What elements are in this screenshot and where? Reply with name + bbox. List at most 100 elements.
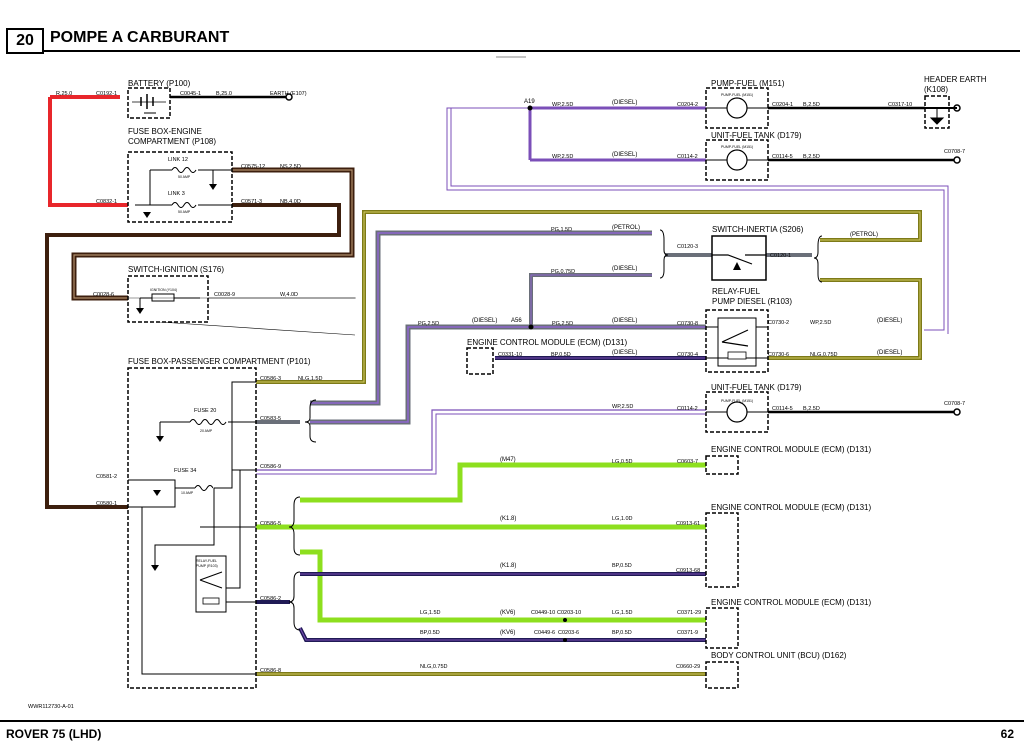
conn-c0204-1: C0204-1 [772, 102, 793, 108]
conn-c0203-6: C0203-6 [558, 630, 579, 636]
conn-c0114-5-b: C0114-5 [772, 406, 793, 412]
label-relay-diesel-1: RELAY-FUEL [712, 287, 761, 296]
conn-c0317-10: C0317-10 [888, 102, 912, 108]
wire-label-pg25-a: PG,2.5D [418, 321, 439, 327]
label-pump-fuel-inner-1: PUMP-FUEL (M151) [721, 93, 753, 97]
conn-c0832-1: C0832-1 [96, 199, 117, 205]
conn-c0913-68: C0913-68 [676, 568, 700, 574]
ecm-box-k18 [705, 512, 739, 588]
label-pump-fuel-inner-3: PUMP-FUEL (M151) [721, 399, 753, 403]
pump-fuel-m151 [705, 87, 769, 129]
label-bcu: BODY CONTROL UNIT (BCU) (D162) [711, 651, 847, 660]
conn-c0913-61: C0913-61 [676, 521, 700, 527]
label-relay-internal-1: RELAY-FUEL [196, 559, 217, 563]
label-ecm-kv6: ENGINE CONTROL MODULE (ECM) (D131) [711, 598, 872, 607]
conn-c0586-8: C0586-8 [260, 668, 281, 674]
wire-label-lg05: LG,0.5D [612, 459, 633, 465]
label-fuse-box-engine-1: FUSE BOX-ENGINE [128, 127, 202, 136]
conn-c0449-10: C0449-10 [531, 610, 555, 616]
conn-c0331-10: C0331-10 [498, 352, 522, 358]
footer-vehicle: ROVER 75 (LHD) [6, 727, 102, 741]
figure-reference: WWR112730-A-01 [28, 704, 74, 710]
conn-c0660-29: C0660-29 [676, 664, 700, 670]
conn-c0730-4: C0730-4 [677, 352, 698, 358]
label-fuse20-amp: 20 AMP [200, 429, 213, 433]
wire-label-bp05-kv6-b: BP,0.5D [612, 630, 632, 636]
variant-k18-2: (K1.8) [500, 563, 516, 569]
conn-c0586-9: C0586-9 [260, 464, 281, 470]
wire-label-pg25-b: PG,2.5D [552, 321, 573, 327]
conn-c0730-8: C0730-8 [677, 321, 698, 327]
variant-kv6-1: (KV6) [500, 610, 515, 616]
variant-diesel-1: (DIESEL) [612, 100, 637, 106]
wire-label-wp25-relay: WP,2.5D [810, 320, 831, 326]
fuse20 [189, 419, 227, 425]
fuse34 [194, 485, 214, 491]
label-switch-inertia: SWITCH-INERTIA (S206) [712, 225, 804, 234]
label-ecm-small: ENGINE CONTROL MODULE (ECM) (D131) [467, 338, 628, 347]
conn-c0120-3: C0120-3 [677, 244, 698, 250]
label-pump-fuel-inner-2: PUMP-FUEL (M151) [721, 145, 753, 149]
wire-label-wp25-tank: WP,2.5D [612, 404, 633, 410]
page-title: POMPE A CARBURANT [50, 29, 230, 46]
wire-label-nlg15: NLG,1.5D [298, 376, 322, 382]
wire-pg15-stripe [310, 232, 652, 404]
wire-label-nb4: NB,4.0D [280, 199, 301, 205]
connector-dot-c0449-6 [563, 638, 567, 642]
wire-label-nlg075-relay: NLG,0.75D [810, 352, 838, 358]
variant-diesel-8: (DIESEL) [877, 350, 902, 356]
wire-ns25-stripe [73, 169, 353, 299]
conn-c0571-3: C0571-3 [241, 199, 262, 205]
label-link3-amp: 50 AMP [178, 210, 191, 214]
conn-c0708-7-a: C0708-7 [944, 149, 965, 155]
wire-nb4 [45, 203, 341, 509]
wire-pg25-stripe [310, 326, 706, 423]
conn-c0583-5: C0583-5 [260, 416, 281, 422]
wire-lg15-kv6 [300, 549, 706, 623]
label-link12-amp: 50 AMP [178, 175, 191, 179]
conn-c0730-6: C0730-6 [768, 352, 789, 358]
link3-fuse [171, 202, 197, 208]
wire-label-wp25-2: WP,2.5D [552, 154, 573, 160]
variant-kv6-2: (KV6) [500, 630, 515, 636]
wire-thin-loop-2 [450, 107, 949, 334]
label-link3: LINK 3 [168, 191, 185, 197]
conn-c0028-9: C0028-9 [214, 292, 235, 298]
battery-box [127, 87, 171, 119]
footer-page-number: 62 [1000, 727, 1014, 741]
brace-c0586-2 [288, 571, 301, 631]
conn-c0028-6: C0028-6 [93, 292, 114, 298]
label-ignition-contact: IGNITION (Y104) [150, 288, 177, 292]
variant-petrol-2: (PETROL) [850, 232, 878, 238]
footer-rule [0, 720, 1024, 722]
wire-label-wp25-1: WP,2.5D [552, 102, 573, 108]
variant-diesel-7: (DIESEL) [877, 318, 902, 324]
conn-c0586-2: C0586-2 [260, 596, 281, 602]
bcu-box [705, 661, 739, 689]
tank-earth-terminal [953, 156, 961, 164]
label-pump-fuel: PUMP-FUEL (M151) [711, 79, 785, 88]
wire-nlg075-relay-stripe [768, 279, 921, 359]
wire-label-bp05-k18: BP,0.5D [612, 563, 632, 569]
wire-label-bp05-ecm: BP,0.5D [551, 352, 571, 358]
wire-thin-loop [446, 107, 945, 331]
conn-c0114-5-a: C0114-5 [772, 154, 793, 160]
variant-k18-1: (K1.8) [500, 516, 516, 522]
wire-red-battery [48, 95, 128, 207]
label-unit-fuel-tank-2: UNIT-FUEL TANK (D179) [711, 383, 802, 392]
wire-wp25-c0586 [256, 409, 706, 471]
wire-label-b25d-3: B,2.5D [803, 406, 820, 412]
wire-label-nlg075-bcu: NLG,0.75D [420, 664, 448, 670]
switch-inertia [711, 235, 767, 281]
wire-label-w4: W,4.0D [280, 292, 298, 298]
switch-ignition [127, 275, 209, 323]
conn-c0708-7-b: C0708-7 [944, 401, 965, 407]
section-number: 20 [6, 28, 44, 54]
label-header-earth-1: HEADER EARTH [924, 75, 987, 84]
wire-label-b25d-1: B,2.5D [803, 102, 820, 108]
label-unit-fuel-tank-1: UNIT-FUEL TANK (D179) [711, 131, 802, 140]
brace-c0586-5 [288, 496, 301, 556]
conn-c0203-10: C0203-10 [557, 610, 581, 616]
label-relay-diesel-2: PUMP DIESEL (R103) [712, 297, 792, 306]
